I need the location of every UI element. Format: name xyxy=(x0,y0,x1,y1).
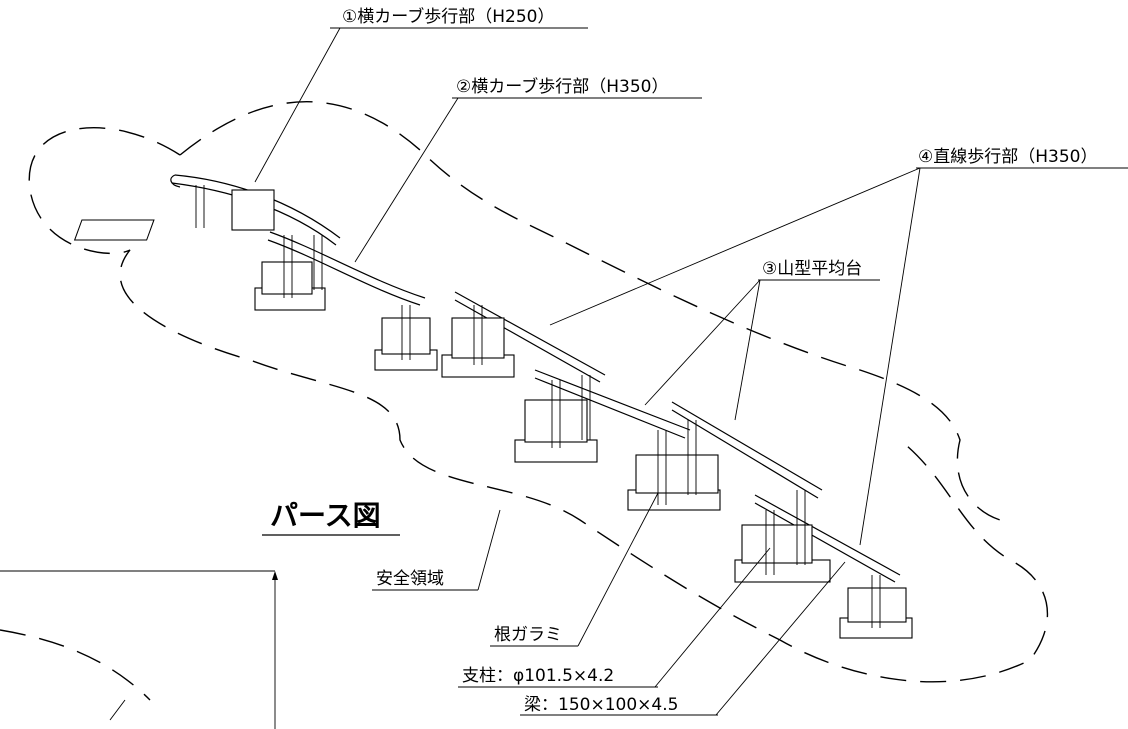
callout-part3: ③山型平均台 xyxy=(762,259,862,279)
safety-zone-boundary xyxy=(28,101,1049,683)
straight-walkway-left xyxy=(441,291,606,383)
partial-plan-view xyxy=(0,570,278,729)
callout-post: 支柱：φ101.5×4.2 xyxy=(462,666,614,686)
curve-walkway-h250 xyxy=(73,174,341,311)
leader-lines xyxy=(254,27,1128,716)
mountain-balance-beam xyxy=(514,369,721,511)
curve-walkway-h350 xyxy=(267,231,438,371)
straight-walkway-right xyxy=(671,401,913,639)
safety-zone-label: 安全領域 xyxy=(376,569,444,589)
callout-tie-beam: 根ガラミ xyxy=(494,625,562,645)
callout-beam: 梁：150×100×4.5 xyxy=(524,695,678,715)
callout-part2: ②横カーブ歩行部（H350） xyxy=(456,76,668,97)
callout-part1: ①横カーブ歩行部（H250） xyxy=(342,6,554,27)
drawing-title: パース図 xyxy=(270,499,381,532)
callout-part4: ④直線歩行部（H350） xyxy=(918,147,1097,167)
